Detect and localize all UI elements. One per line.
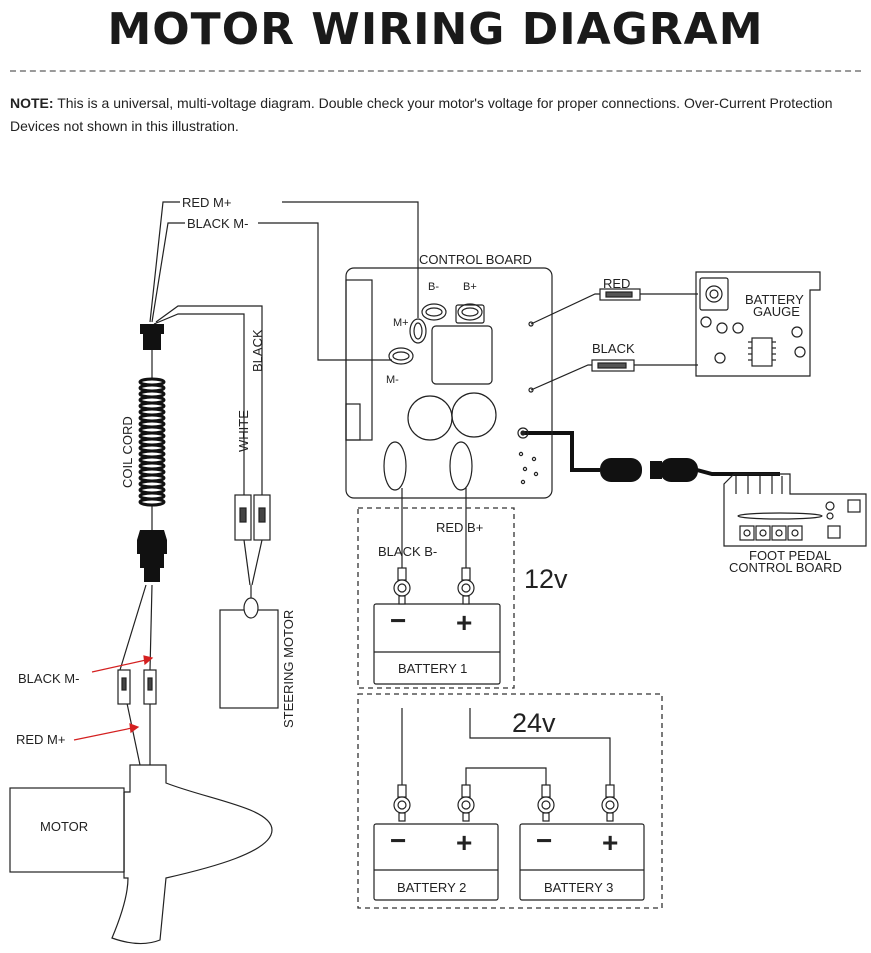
label-red: RED	[603, 276, 630, 291]
note-label: NOTE:	[10, 95, 54, 111]
label-control-board: CONTROL BOARD	[419, 252, 532, 267]
pointer-arrows	[73, 655, 154, 741]
control-board	[345, 267, 553, 499]
series-jumper-wire	[465, 767, 547, 785]
label-foot-pedal-line1: FOOT PEDAL	[749, 548, 831, 563]
label-motor: MOTOR	[40, 819, 88, 834]
label-battery-gauge-line2: GAUGE	[753, 304, 800, 319]
label-black: BLACK	[592, 341, 635, 356]
battery1-minus: −	[390, 605, 406, 636]
terminal-post	[393, 567, 411, 605]
label-red-m-plus-top: RED M+	[182, 195, 231, 210]
label-b-plus: B+	[463, 281, 477, 293]
diagram-labels: RED M+ BLACK M- CONTROL BOARD B- B+ M+ M…	[16, 195, 842, 895]
battery-2	[373, 823, 499, 901]
motor-connectors	[117, 669, 157, 705]
black-m-minus-wire-top-right	[258, 222, 392, 361]
gauge-connectors	[591, 288, 641, 372]
label-white-vertical: WHITE	[236, 410, 251, 452]
battery3-plus: +	[602, 827, 618, 858]
battery2-plus: +	[456, 827, 472, 858]
gauge-black-wire	[530, 364, 592, 391]
battery3-minus: −	[536, 825, 552, 856]
terminal-post	[457, 784, 475, 822]
red-m-plus-wire-top-right	[282, 201, 419, 318]
batteries	[373, 603, 645, 901]
battery-gauge	[695, 271, 821, 377]
battery-terminals	[393, 567, 619, 822]
label-red-b-plus: RED B+	[436, 520, 483, 535]
black-m-minus-wire-top	[151, 222, 185, 323]
label-battery-3: BATTERY 3	[544, 880, 613, 895]
label-foot-pedal-line2: CONTROL BOARD	[729, 560, 842, 575]
label-red-m-plus-bottom: RED M+	[16, 732, 65, 747]
label-coil-cord: COIL CORD	[120, 416, 135, 488]
black-steering-wire	[155, 305, 263, 495]
label-12v: 12v	[524, 564, 568, 594]
12v-group	[357, 507, 515, 689]
steering-lead-2	[251, 539, 263, 586]
label-24v: 24v	[512, 708, 556, 738]
battery2-minus: −	[390, 825, 406, 856]
bat3-pos-wire	[469, 708, 611, 785]
24v-group	[357, 693, 663, 909]
label-b-minus: B-	[428, 281, 439, 293]
label-black-m-minus-top: BLACK M-	[187, 216, 248, 231]
page-title: MOTOR WIRING DIAGRAM	[107, 4, 764, 55]
label-m-minus: M-	[386, 374, 399, 386]
steering-connectors	[234, 494, 271, 541]
label-black-vertical: BLACK	[250, 329, 265, 372]
terminal-post	[537, 784, 555, 822]
steering-lead	[243, 539, 251, 586]
red-m-plus-wire-top	[149, 201, 180, 323]
dashed-boxes	[357, 507, 663, 909]
foot-pedal-board	[723, 473, 867, 547]
steering-motor	[219, 597, 279, 709]
label-steering-motor: STEERING MOTOR	[281, 610, 296, 728]
motor	[9, 764, 273, 945]
coil-loop	[138, 497, 166, 507]
label-m-plus: M+	[393, 317, 409, 329]
label-battery-2: BATTERY 2	[397, 880, 466, 895]
battery1-plus: +	[456, 607, 472, 638]
terminal-post	[601, 784, 619, 822]
label-black-m-minus-bottom: BLACK M-	[18, 671, 79, 686]
label-battery-gauge-line1: BATTERY	[745, 292, 804, 307]
title-divider	[10, 70, 861, 72]
gauge-red-wire	[530, 293, 600, 325]
foot-pedal-cable	[523, 431, 780, 482]
battery-1	[373, 603, 501, 685]
wires	[119, 201, 698, 785]
note-text: This is a universal, multi-voltage diagr…	[10, 95, 833, 134]
terminal-post	[393, 784, 411, 822]
label-black-b-minus: BLACK B-	[378, 544, 437, 559]
white-steering-wire	[153, 313, 245, 495]
battery-3	[519, 823, 645, 901]
label-battery-1: BATTERY 1	[398, 661, 467, 676]
coil-cord	[137, 324, 167, 582]
terminal-post	[457, 567, 475, 605]
note-paragraph: NOTE: This is a universal, multi-voltage…	[10, 92, 860, 138]
